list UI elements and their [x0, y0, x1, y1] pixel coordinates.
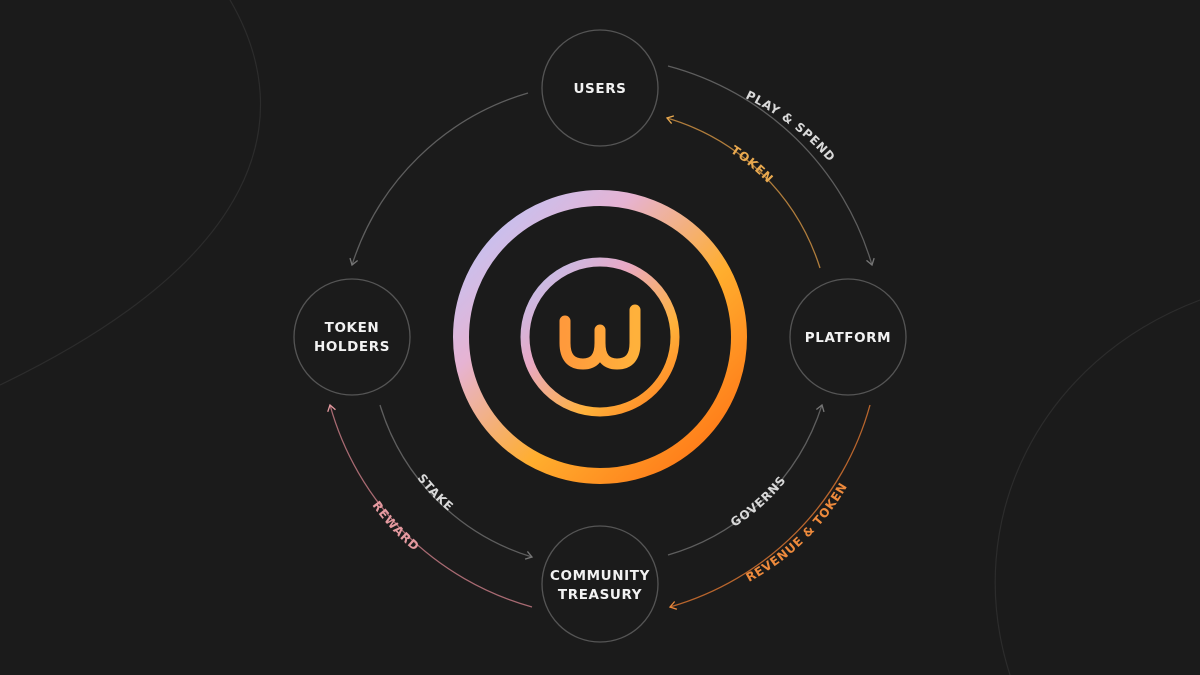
edge-platform-to-treasury-revenue	[668, 404, 871, 610]
logo-inner-ring	[520, 257, 680, 417]
edge-users-to-token-holders	[349, 92, 529, 267]
node-label-platform: PLATFORM	[805, 330, 891, 346]
node-label-holders: HOLDERS	[314, 339, 390, 355]
background-curve-left	[0, 0, 262, 386]
node-label-token: TOKEN	[325, 320, 380, 336]
edge-token-holders-to-treasury-stake	[379, 404, 534, 560]
node-community-treasury: COMMUNITY TREASURY	[541, 525, 659, 643]
edge-platform-to-users-token	[665, 115, 821, 269]
edge-treasury-to-token-holders-reward	[327, 403, 533, 608]
background-curve-right	[994, 299, 1200, 675]
edge-label-governs: GOVERNS	[728, 473, 789, 530]
node-token-holders: TOKEN HOLDERS	[293, 278, 411, 396]
logo-w-icon	[559, 304, 641, 370]
edge-users-to-platform	[667, 65, 875, 267]
node-label-treasury: TREASURY	[558, 587, 642, 603]
edge-treasury-to-platform-governs	[667, 403, 825, 556]
node-platform: PLATFORM	[789, 278, 907, 396]
edge-label-stake: STAKE	[415, 471, 457, 514]
logo-outer-ring	[453, 190, 747, 484]
node-label-community: COMMUNITY	[550, 568, 650, 584]
edge-label-token: TOKEN	[728, 143, 776, 186]
node-label-users: USERS	[573, 81, 626, 97]
center-logo	[453, 190, 747, 484]
node-users: USERS	[541, 29, 659, 147]
edge-label-play-spend: PLAY & SPEND	[744, 88, 838, 165]
edge-label-reward: REWARD	[370, 498, 423, 553]
